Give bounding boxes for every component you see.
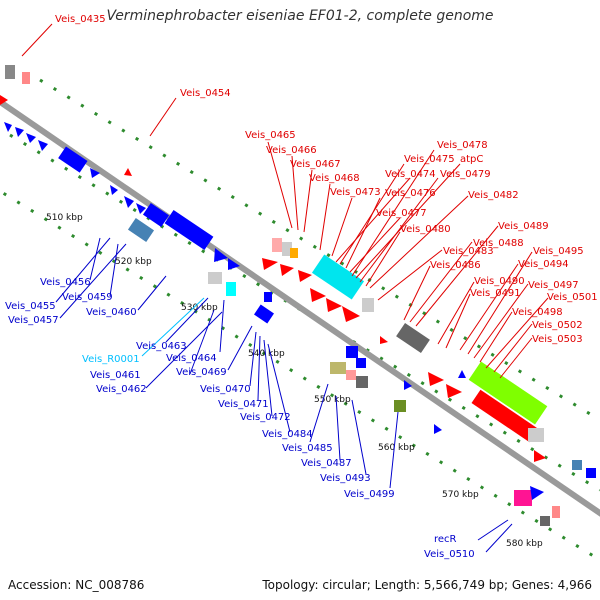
tick-label: 570 kbp — [442, 490, 479, 500]
gene-label: Veis_0488 — [473, 238, 524, 249]
gene-label: Veis_0471 — [218, 399, 269, 410]
genome-title: Verminephrobacter eiseniae EF01-2, compl… — [106, 8, 494, 24]
reverse-gene-labels: Veis_0456 Veis_0455 Veis_0459 Veis_0457 … — [5, 237, 513, 560]
gene-label: Veis_0491 — [470, 288, 521, 299]
gene-label: Veis_0457 — [8, 315, 59, 326]
gene-label: Veis_0487 — [301, 458, 352, 469]
gene-label: Veis_0460 — [86, 307, 137, 318]
gene-label: Veis_0498 — [512, 307, 563, 318]
tick-label: 530 kbp — [181, 303, 218, 313]
gene-label: Veis_0485 — [282, 443, 333, 454]
gene-label: Veis_0455 — [5, 301, 56, 312]
gene-label: Veis_0478 — [437, 140, 488, 151]
genome-backbone — [0, 98, 600, 517]
gene-label: Veis_0495 — [533, 246, 584, 257]
gene-label: Veis_0484 — [262, 429, 313, 440]
gene-label: Veis_0456 — [40, 277, 91, 288]
tick-label: 520 kbp — [115, 257, 152, 267]
gene-label: Veis_0472 — [240, 412, 291, 423]
gene-label: Veis_0459 — [62, 292, 113, 303]
gene-label: Veis_0464 — [166, 353, 217, 364]
gene-label: Veis_0477 — [376, 208, 427, 219]
gene-label: Veis_0435 — [55, 14, 106, 25]
accession-text: Accession: NC_008786 — [8, 578, 145, 592]
tick-label: 510 kbp — [46, 213, 83, 223]
gene-label: Veis_0494 — [518, 259, 569, 270]
gene-track — [0, 65, 596, 526]
gene-label: Veis_0466 — [266, 145, 317, 156]
ruler-ticks: 510 kbp 520 kbp 530 kbp 540 kbp 550 kbp … — [46, 213, 543, 549]
forward-gene-labels: Veis_0435 Veis_0454 Veis_0465 Veis_0466 … — [21, 14, 598, 379]
gene-label: Veis_0468 — [309, 173, 360, 184]
gene-label: Veis_0483 — [443, 246, 494, 257]
gene-label: Veis_0469 — [176, 367, 227, 378]
gene-label: Veis_0510 — [424, 549, 475, 560]
gene-label: Veis_0462 — [96, 384, 147, 395]
gene-label: Veis_0473 — [330, 187, 381, 198]
gene-label: recR — [434, 534, 457, 545]
gene-label: Veis_0493 — [320, 473, 371, 484]
gene-label: Veis_0490 — [474, 276, 525, 287]
gene-label: Veis_0503 — [532, 334, 583, 345]
gene-label: Veis_0465 — [245, 130, 296, 141]
gene-label: Veis_0482 — [468, 190, 519, 201]
gene-label: Veis_0486 — [430, 260, 481, 271]
gene-label: Veis_0476 — [385, 188, 436, 199]
gc-track — [0, 78, 600, 562]
tick-label: 550 kbp — [314, 395, 351, 405]
gene-label: Veis_0479 — [440, 169, 491, 180]
gene-label: Veis_0470 — [200, 384, 251, 395]
tick-label: 580 kbp — [506, 539, 543, 549]
gene-label: Veis_0454 — [180, 88, 231, 99]
gene-label: Veis_0497 — [528, 280, 579, 291]
gene-label: Veis_0467 — [290, 159, 341, 170]
gene-label: Veis_0502 — [532, 320, 583, 331]
tick-label: 540 kbp — [248, 349, 285, 359]
gene-label: Veis_R0001 — [82, 354, 140, 365]
summary-text: Topology: circular; Length: 5,566,749 bp… — [262, 578, 592, 592]
tick-label: 560 kbp — [378, 443, 415, 453]
gene-label: Veis_0463 — [136, 341, 187, 352]
gene-label: atpC — [460, 154, 483, 165]
gene-label: Veis_0475 — [404, 154, 455, 165]
gene-label: Veis_0480 — [400, 224, 451, 235]
gene-label: Veis_0501 — [547, 292, 598, 303]
gene-label: Veis_0461 — [90, 370, 141, 381]
gene-label: Veis_0474 — [385, 169, 436, 180]
gene-label: Veis_0499 — [344, 489, 395, 500]
gene-label: Veis_0489 — [498, 221, 549, 232]
